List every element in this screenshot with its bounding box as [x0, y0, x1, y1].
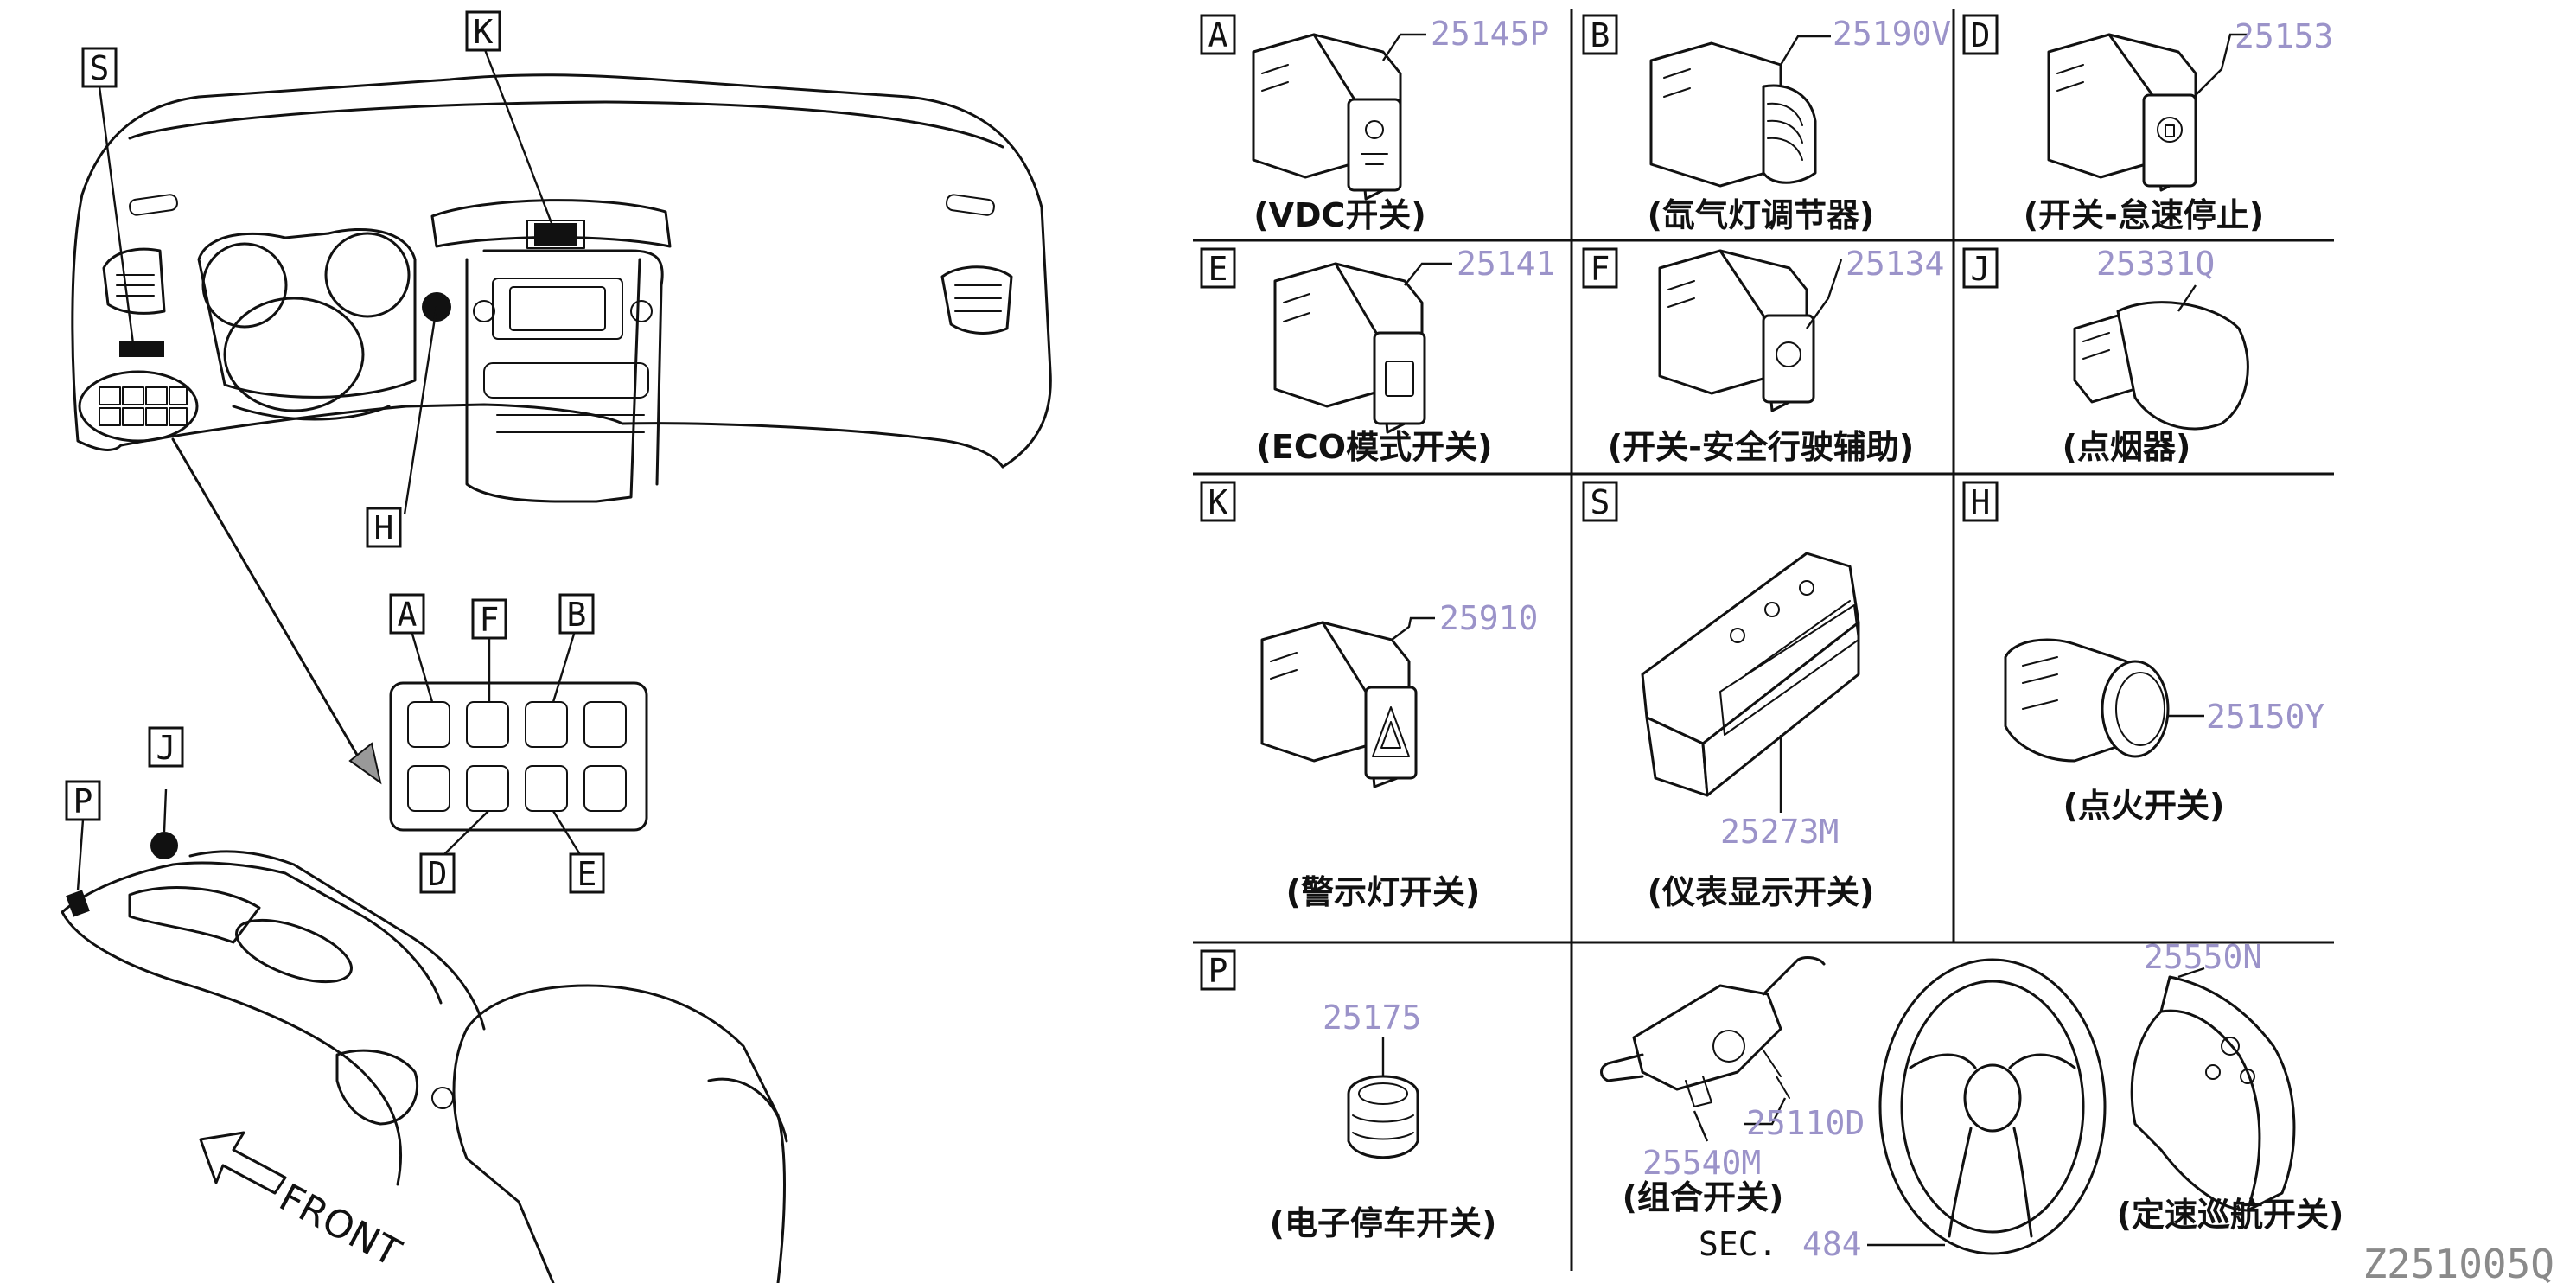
switch-bank-enlarged [389, 630, 648, 857]
svg-text:A: A [1208, 16, 1228, 54]
svg-text:(仪表显示开关): (仪表显示开关) [1648, 873, 1875, 911]
switch-bank-small [78, 370, 199, 443]
center-console-illustration [61, 788, 788, 1283]
svg-text:E: E [577, 855, 597, 893]
svg-text:25550N: 25550N [2144, 938, 2262, 976]
svg-text:(氙气灯调节器): (氙气灯调节器) [1648, 196, 1875, 234]
svg-text:D: D [428, 855, 448, 893]
cigarette-lighter-illustration [2073, 301, 2249, 431]
callout-p: P [65, 780, 101, 821]
steering-wheel-illustration [1878, 958, 2107, 1255]
svg-text:(VDC开关): (VDC开关) [1253, 196, 1426, 234]
panel-a: A 25145P (VDC开关) [1200, 14, 1549, 234]
callout-j: J [148, 726, 184, 768]
xenon-leveler-illustration [1649, 41, 1817, 188]
panel-p: P 25175 (电子停车开关) [1200, 949, 1497, 1242]
svg-text:25331Q: 25331Q [2096, 245, 2215, 283]
svg-text:(点火开关): (点火开关) [2063, 787, 2225, 825]
svg-text:25273M: 25273M [1720, 813, 1839, 851]
svg-text:(开关-怠速停止): (开关-怠速停止) [2024, 196, 2265, 234]
svg-text:(组合开关): (组合开关) [1623, 1178, 1784, 1216]
front-direction-indicator: FRONT [199, 1131, 408, 1276]
svg-text:B: B [567, 596, 587, 634]
callout-f-small: F [471, 598, 507, 640]
svg-text:K: K [1208, 483, 1228, 521]
svg-text:25134: 25134 [1846, 245, 1944, 283]
panel-e: E 25141 (ECO模式开关) [1200, 245, 1555, 466]
callout-d-small: D [419, 852, 456, 894]
svg-text:(警示灯开关): (警示灯开关) [1286, 873, 1481, 911]
svg-text:S: S [90, 49, 110, 87]
svg-text:J: J [1971, 250, 1991, 288]
eco-switch-illustration [1273, 262, 1426, 434]
svg-text:J: J [156, 729, 176, 767]
svg-text:FRONT: FRONT [272, 1176, 408, 1276]
svg-text:25141: 25141 [1457, 245, 1555, 283]
callout-e-small: E [569, 852, 605, 894]
svg-text:25910: 25910 [1439, 599, 1538, 637]
panel-s: S 25273M (仪表显示开关) [1582, 481, 1875, 911]
callout-h: H [366, 507, 402, 548]
callout-b-small: B [558, 593, 595, 635]
panel-b: B 25190V (氙气灯调节器) [1582, 14, 1951, 234]
svg-text:SEC.: SEC. [1699, 1225, 1778, 1263]
vdc-switch-illustration [1252, 33, 1402, 201]
panel-j: J 25331Q (点烟器) [1962, 245, 2249, 466]
svg-text:(电子停车开关): (电子停车开关) [1270, 1204, 1497, 1242]
panel-h: H 25150Y (点火开关) [1962, 481, 2324, 825]
svg-text:H: H [1971, 483, 1991, 521]
panel-f: F 25134 (开关-安全行驶辅助) [1582, 245, 1944, 466]
svg-text:25540M: 25540M [1642, 1144, 1761, 1182]
svg-text:25145P: 25145P [1431, 15, 1549, 53]
combination-switch-illustration [1600, 956, 1826, 1107]
svg-text:25175: 25175 [1323, 999, 1421, 1037]
svg-text:K: K [474, 13, 494, 51]
panel-k: K 25910 (警示灯开关) [1200, 481, 1538, 911]
parts-grid [1193, 9, 2334, 1271]
svg-text:(开关-安全行驶辅助): (开关-安全行驶辅助) [1608, 428, 1915, 466]
svg-text:H: H [374, 509, 394, 547]
meter-display-switch-illustration [1641, 552, 1860, 797]
callout-k: K [465, 10, 501, 52]
svg-text:(点烟器): (点烟器) [2063, 428, 2191, 466]
svg-text:25190V: 25190V [1833, 15, 1951, 53]
svg-text:P: P [1208, 952, 1228, 990]
svg-text:484: 484 [1802, 1225, 1862, 1263]
svg-text:25150Y: 25150Y [2206, 698, 2324, 736]
svg-text:D: D [1971, 16, 1991, 54]
cruise-switch-illustration [2130, 975, 2296, 1212]
idle-stop-switch-illustration [2047, 33, 2197, 192]
dashboard-illustration [71, 47, 1052, 785]
svg-text:E: E [1208, 250, 1228, 288]
svg-text:A: A [398, 596, 418, 634]
svg-text:F: F [1591, 250, 1610, 288]
svg-text:B: B [1591, 16, 1610, 54]
svg-text:F: F [480, 601, 500, 639]
svg-text:25153: 25153 [2235, 17, 2333, 55]
svg-text:S: S [1591, 483, 1610, 521]
hazard-switch-illustration [1260, 621, 1418, 788]
ignition-switch-illustration [2004, 638, 2170, 763]
svg-text:(ECO模式开关): (ECO模式开关) [1257, 428, 1493, 466]
panel-d: D 25153 (开关-怠速停止) [1962, 14, 2333, 234]
svg-text:25110D: 25110D [1746, 1104, 1865, 1142]
callout-a-small: A [389, 593, 425, 635]
callout-s: S [81, 47, 118, 88]
diagram-code: Z251005Q [2362, 1241, 2554, 1283]
svg-text:P: P [73, 782, 93, 820]
panel-combo: 25110D 25540M (组合开关) 25550N (定速巡航开关) SEC… [1600, 938, 2344, 1263]
svg-text:(定速巡航开关): (定速巡航开关) [2117, 1196, 2344, 1234]
driving-assist-switch-illustration [1658, 249, 1815, 412]
electric-parking-switch-illustration [1347, 1075, 1419, 1159]
